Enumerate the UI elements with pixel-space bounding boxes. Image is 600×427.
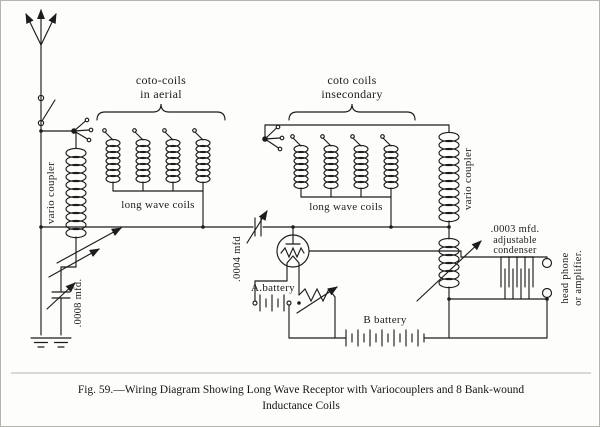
left-slider-arrow [56, 227, 123, 264]
headphone-label-line2: or amplifier. [573, 250, 584, 306]
aerial-condenser [46, 282, 76, 336]
grid-condenser-label: .0004 mfd [232, 236, 243, 282]
coil-bank-2 [132, 128, 151, 192]
b-battery-symbol [345, 329, 425, 347]
a-battery-label: A.battery [251, 282, 295, 294]
headphone-label-line1: head phone [560, 252, 571, 303]
left-long-wave-coils-label: long wave coils [121, 199, 195, 211]
coil-bank-4 [192, 128, 211, 192]
left-vario-coupler-coil [65, 147, 87, 239]
variometer-arrow [416, 240, 482, 302]
grid-condenser [246, 210, 268, 244]
left-coil-group-brace [96, 103, 226, 121]
adjustable-condenser-symbol [500, 256, 534, 300]
coil-bank-3 [162, 128, 181, 192]
coil-bank-1 [102, 128, 121, 192]
left-slider-arrow-2 [48, 248, 101, 278]
aerial-condenser-lead [60, 266, 77, 292]
secondary-group-label-line2: insecondary [321, 87, 382, 101]
aerial-group-label-line1: coto-coils [136, 73, 186, 87]
secondary-group-label-line1: coto coils [327, 73, 376, 87]
aerial-condenser-label: .0008 mfd. [73, 279, 84, 328]
ground-symbol-condenser [50, 337, 72, 348]
right-long-wave-coils-label: long wave coils [309, 201, 383, 213]
output-condenser-value: .0003 mfd. [491, 224, 540, 235]
junction-dots [39, 129, 549, 305]
rheostat-symbol [296, 286, 338, 339]
b-battery-label: B battery [363, 314, 407, 326]
coil-bank-7 [350, 134, 369, 198]
coil-bank-8 [380, 134, 399, 198]
figure-caption-line1: Fig. 59.—Wiring Diagram Showing Long Wav… [78, 384, 525, 396]
left-tap-switch [71, 117, 94, 143]
antenna-icon [25, 8, 57, 46]
figure-caption-line2: Inductance Coils [262, 400, 340, 412]
secondary-coupling-coil [438, 237, 460, 289]
output-condenser-label-line2: condenser [493, 245, 537, 256]
coil-bank-5 [290, 134, 309, 198]
right-vario-coupler-label: vario coupler [462, 148, 474, 210]
ground-symbol-aerial [30, 337, 52, 348]
left-vario-coupler-label: vario coupler [45, 162, 57, 224]
aerial-switch [37, 94, 56, 127]
output-condenser-label-line1: adjustable [493, 235, 537, 246]
aerial-group-label-line2: in aerial [140, 87, 182, 101]
coil-bank-6 [320, 134, 339, 198]
right-vario-coupler-coil [438, 131, 460, 223]
right-tap-switch [262, 124, 285, 152]
headphone-terminals [541, 256, 553, 300]
a-battery-symbol [252, 280, 292, 339]
right-coil-group-brace [288, 103, 416, 121]
